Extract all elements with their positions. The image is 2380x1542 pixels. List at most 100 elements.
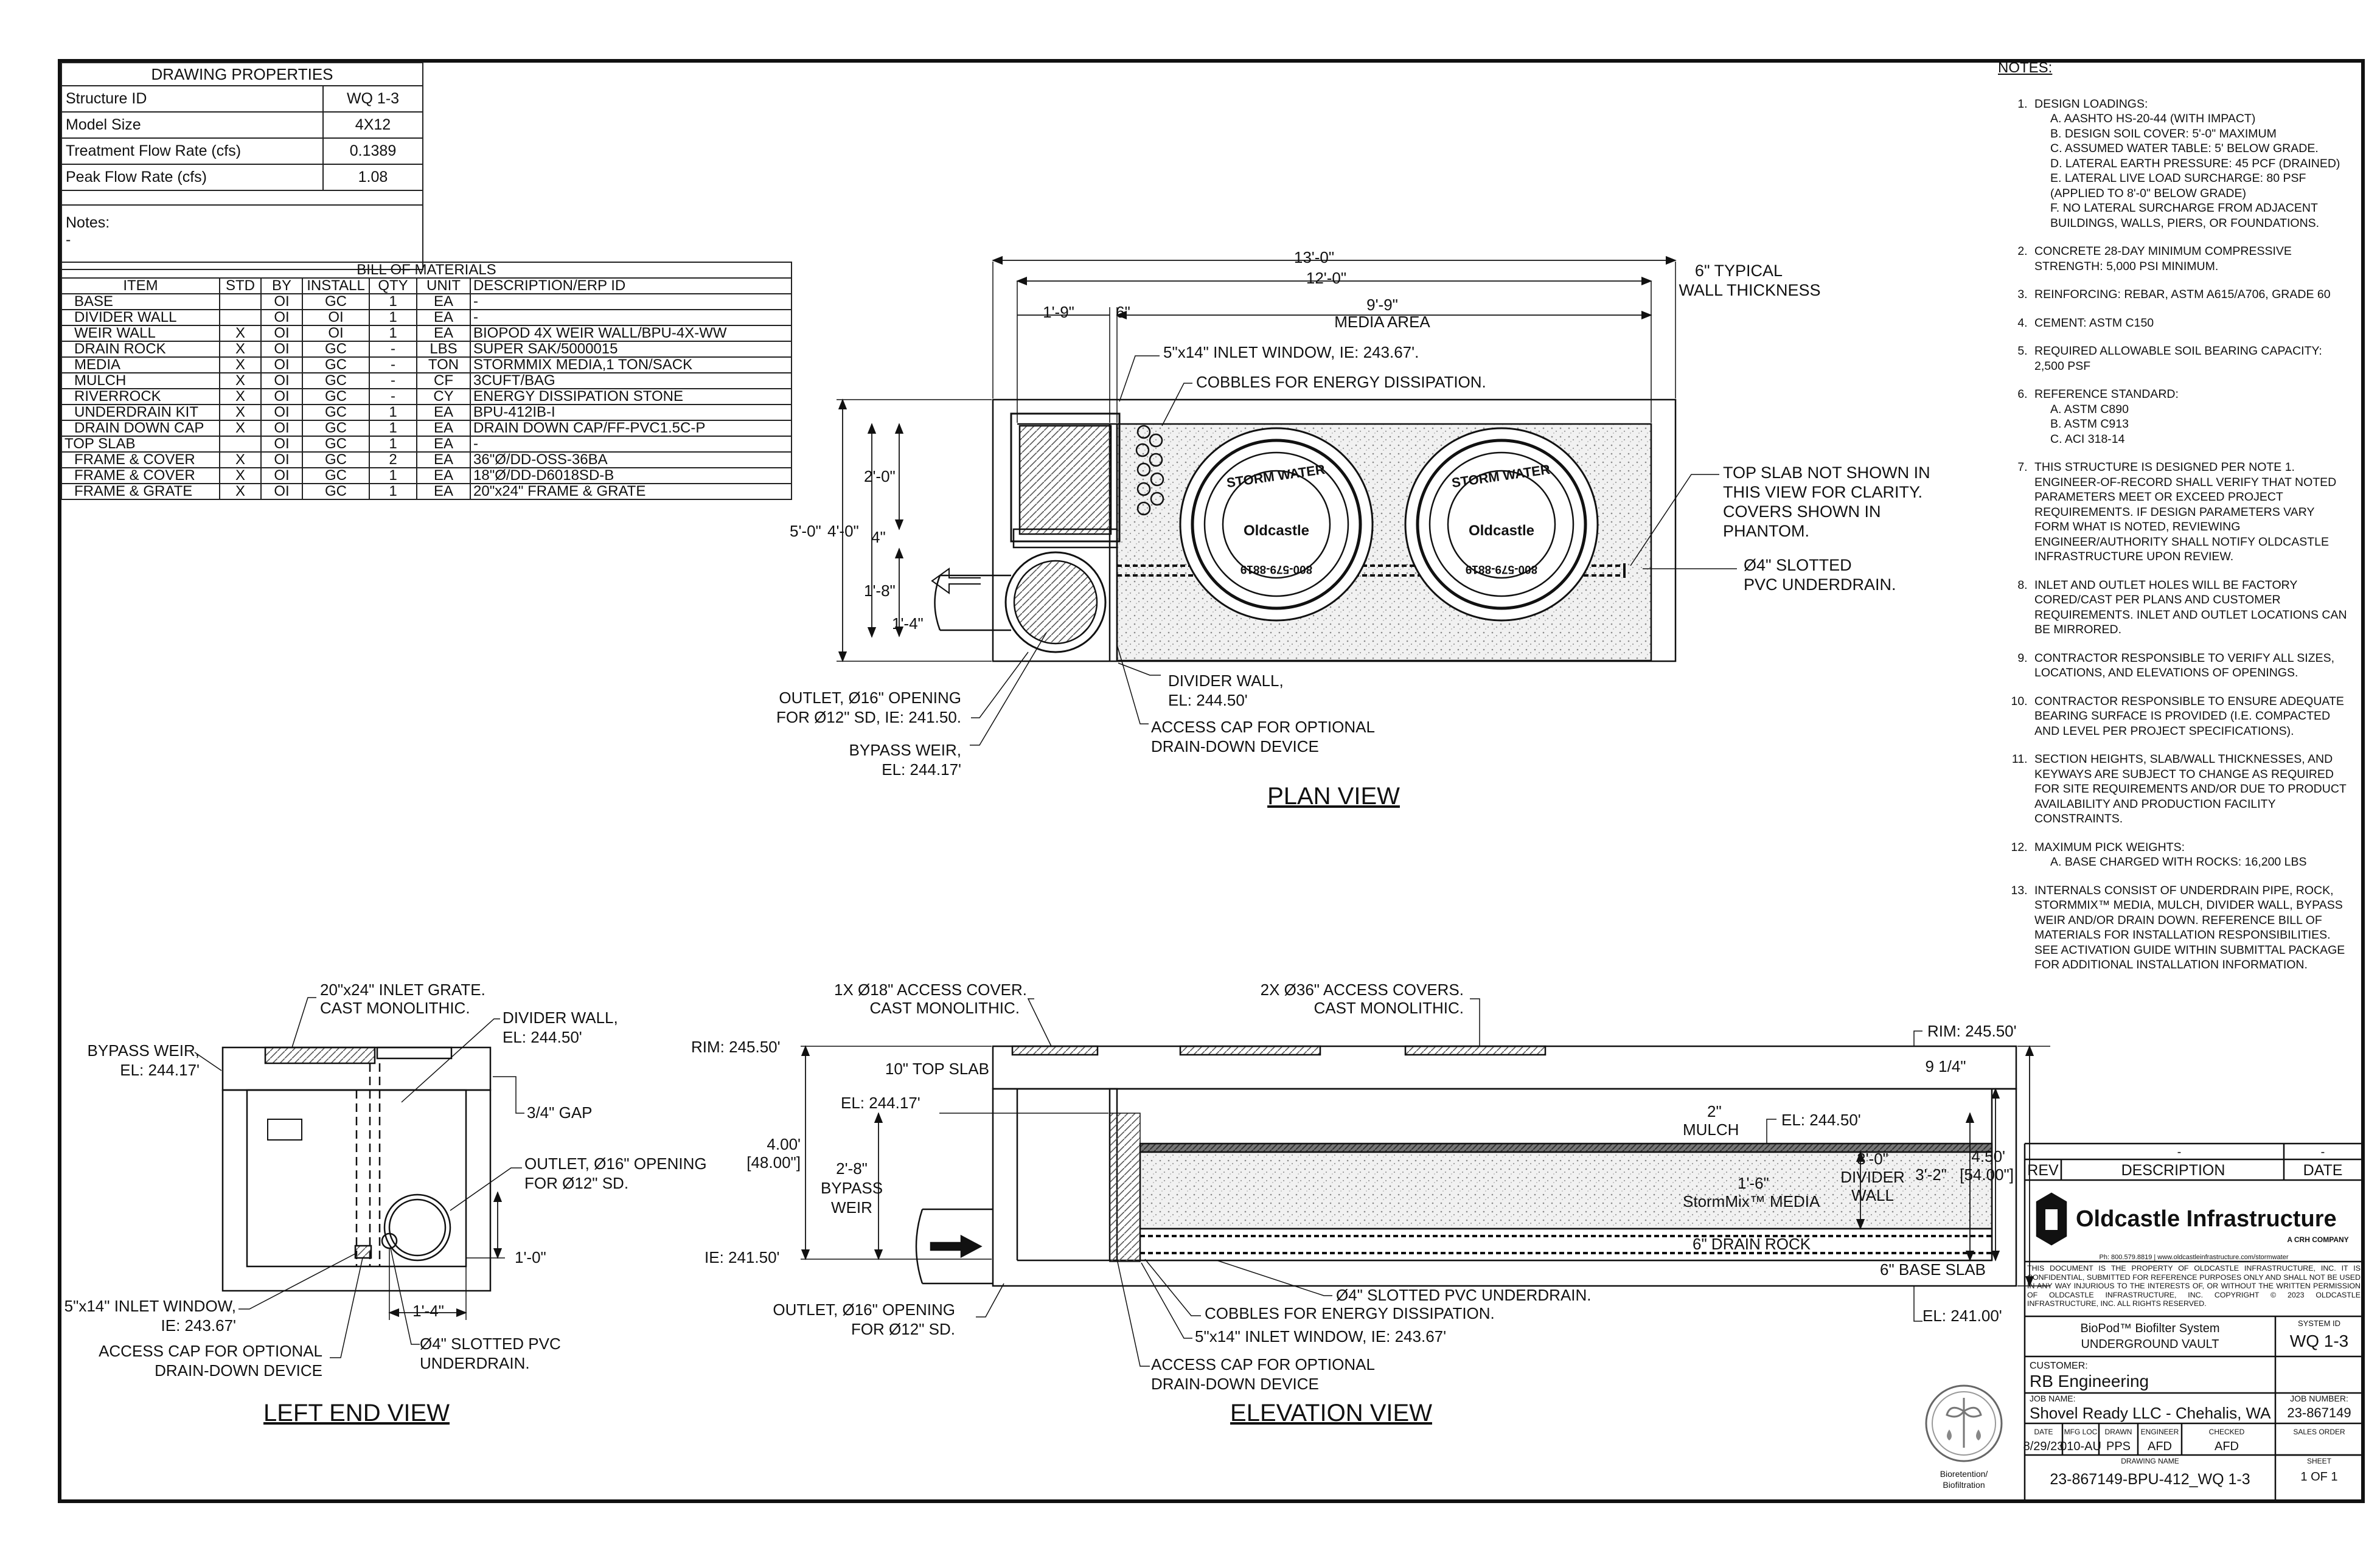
elev-drain-rock <box>1139 1228 1993 1262</box>
left-divider-1: DIVIDER WALL, <box>503 1009 618 1027</box>
title-block-labels: - - REV DESCRIPTION DATE Oldcastle Infra… <box>1940 1145 2351 1490</box>
bom-cell: EA <box>416 483 471 500</box>
bom-cell: OI <box>260 309 303 326</box>
job-number: 23-867149 <box>2287 1405 2351 1420</box>
date-label: DATE <box>2034 1428 2053 1436</box>
bom-cell: - <box>369 341 417 358</box>
company-contact: Ph: 800.579.8819 | www.oldcastleinfrastr… <box>2099 1254 2288 1261</box>
bom-cell: MEDIA <box>61 356 220 373</box>
elev-rim-right: RIM: 245.50' <box>1927 1022 2017 1040</box>
job-number-label: JOB NUMBER: <box>2290 1394 2348 1403</box>
bom-cell: X <box>219 467 262 484</box>
bom-cell: GC <box>302 372 370 389</box>
bom-cell: TON <box>416 356 471 373</box>
bom-cell: 1 <box>369 309 417 326</box>
elev-inlet-window: 5"x14" INLET WINDOW, IE: 243.67' <box>1195 1327 1446 1346</box>
rev-dash: - <box>2177 1145 2182 1159</box>
bom-cell: BPU-412IB-I <box>470 404 792 421</box>
bom-cell: EA <box>416 451 471 468</box>
bom-cell: OI <box>260 483 303 500</box>
note-item: DESIGN LOADINGS:A. AASHTO HS-20-44 (WITH… <box>2031 97 2351 231</box>
elev-mulch-b: MULCH <box>1683 1120 1739 1139</box>
bom-cell: 1 <box>369 436 417 453</box>
plan-dim-2ft: 2'-0" <box>864 467 896 485</box>
cover-1-brand: Oldcastle <box>1244 523 1309 539</box>
plan-dim-inner: 12'-0" <box>1306 269 1346 287</box>
bom-cell: GC <box>302 341 370 358</box>
bom-cell: CF <box>416 372 471 389</box>
table-row: Peak Flow Rate (cfs)1.08 <box>61 164 423 191</box>
bom-cell: 2 <box>369 451 417 468</box>
checked-label: CHECKED <box>2209 1428 2245 1436</box>
plan-inlet-window: 5"x14" INLET WINDOW, IE: 243.67'. <box>1163 343 1419 361</box>
cover-2-phone: 800-579-8819 <box>1466 563 1537 575</box>
date-dash: - <box>2321 1145 2325 1159</box>
bom-cell: 1 <box>369 483 417 500</box>
bom-cell: SUPER SAK/5000015 <box>470 341 792 358</box>
plan-divider-2: EL: 244.50' <box>1168 691 1248 709</box>
bom-cell: OI <box>260 293 303 310</box>
plan-bypass-2: EL: 244.17' <box>882 760 961 779</box>
plan-top-slab-note-1: TOP SLAB NOT SHOWN IN <box>1723 464 1930 482</box>
bom-cell: RIVERROCK <box>61 388 220 405</box>
plan-18in-cover <box>1004 551 1107 653</box>
badge-2: Biofiltration <box>1943 1480 1985 1490</box>
mfg-label: MFG LOC <box>2064 1428 2098 1436</box>
left-inlet-1: 5"x14" INLET WINDOW, <box>64 1297 236 1315</box>
left-grate-1: 20"x24" INLET GRATE. <box>320 981 485 999</box>
bom-cell: - <box>369 356 417 373</box>
elev-media-h: 1'-6" <box>1738 1174 1769 1192</box>
left-end-view-title: LEFT END VIEW <box>263 1400 450 1426</box>
plan-outlet-pipe <box>934 574 1011 631</box>
elev-media-name: StormMix™ MEDIA <box>1683 1192 1820 1210</box>
bom-cell: X <box>219 404 262 421</box>
bill-of-materials-table: BILL OF MATERIALS ITEM STD BY INSTALL QT… <box>61 262 792 500</box>
bom-cell: GC <box>302 420 370 437</box>
elev-el-244-17: EL: 244.17' <box>841 1094 920 1112</box>
note-subitem: B. DESIGN SOIL COVER: 5'-0" MAXIMUM <box>2050 127 2277 141</box>
bom-cell: GC <box>302 467 370 484</box>
bom-cell: STORMMIX MEDIA,1 TON/SACK <box>470 356 792 373</box>
bom-cell <box>219 436 262 453</box>
plan-underdrain-2: PVC UNDERDRAIN. <box>1744 575 1896 594</box>
plan-dim-wall: 6" TYPICAL <box>1695 262 1783 280</box>
bom-cell: 1 <box>369 293 417 310</box>
bom-cell: TOP SLAB <box>61 436 220 453</box>
left-end-labels: 20"x24" INLET GRATE. CAST MONOLITHIC. DI… <box>64 981 707 1426</box>
bom-cell: GC <box>302 404 370 421</box>
note-item: INTERNALS CONSIST OF UNDERDRAIN PIPE, RO… <box>2031 883 2351 973</box>
plan-dim-a: 1'-9" <box>1043 303 1074 321</box>
elev-div-h: 3'-0" <box>1857 1150 1888 1168</box>
bom-cell: EA <box>416 436 471 453</box>
bom-cell: OI <box>260 341 303 358</box>
company-sub: A CRH COMPANY <box>2287 1235 2348 1244</box>
drawn-label: DRAWN <box>2105 1428 2132 1436</box>
left-dim-1ft: 1'-0" <box>515 1248 546 1266</box>
notes-list: DESIGN LOADINGS:A. AASHTO HS-20-44 (WITH… <box>1998 97 2351 973</box>
left-access-1: ACCESS CAP FOR OPTIONAL <box>99 1342 322 1360</box>
note-subitem: D. LATERAL EARTH PRESSURE: 45 PCF (DRAIN… <box>2050 156 2340 170</box>
bom-cell: OI <box>260 436 303 453</box>
elev-access-1: ACCESS CAP FOR OPTIONAL <box>1151 1355 1375 1374</box>
bom-cell: - <box>470 293 792 310</box>
left-gap: 3/4" GAP <box>527 1103 593 1122</box>
bom-cell: EA <box>416 293 471 310</box>
left-end-outlet <box>383 1193 451 1262</box>
left-outlet-2: FOR Ø12" SD. <box>524 1174 628 1192</box>
left-bypass-2: EL: 244.17' <box>120 1061 200 1079</box>
elev-outlet-2: FOR Ø12" SD. <box>851 1320 955 1338</box>
elev-media <box>1139 1151 1993 1230</box>
elev-h-32: 3'-2" <box>1915 1165 1947 1184</box>
note-subitem: A. AASHTO HS-20-44 (WITH IMPACT) <box>2050 112 2256 125</box>
bom-cell: 1 <box>369 467 417 484</box>
note-item: SECTION HEIGHTS, SLAB/WALL THICKNESSES, … <box>2031 752 2351 827</box>
left-bypass-1: BYPASS WEIR, <box>88 1041 200 1060</box>
elev-mulch-a: 2" <box>1707 1102 1722 1120</box>
plan-access-2: DRAIN-DOWN DEVICE <box>1151 737 1319 755</box>
bom-cell: DRAIN DOWN CAP/FF-PVC1.5C-P <box>470 420 792 437</box>
